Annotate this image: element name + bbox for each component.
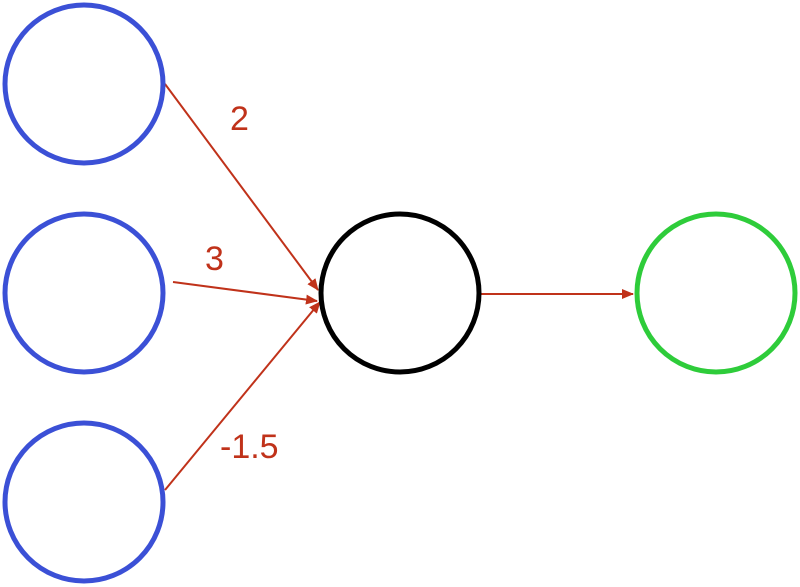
input-node [2,211,166,375]
edge-weight-label: -1.5 [220,428,279,466]
edge-input-2-to-hidden [172,281,318,305]
edge-weight-label: 3 [205,240,224,278]
edge-input-1-to-hidden [164,83,319,291]
input-node [2,420,166,584]
edge-input-3-to-hidden [164,301,321,491]
hidden-neuron-node [318,211,482,375]
input-node [2,2,166,166]
edge-weight-label: 2 [230,100,249,138]
output-node [634,211,798,375]
